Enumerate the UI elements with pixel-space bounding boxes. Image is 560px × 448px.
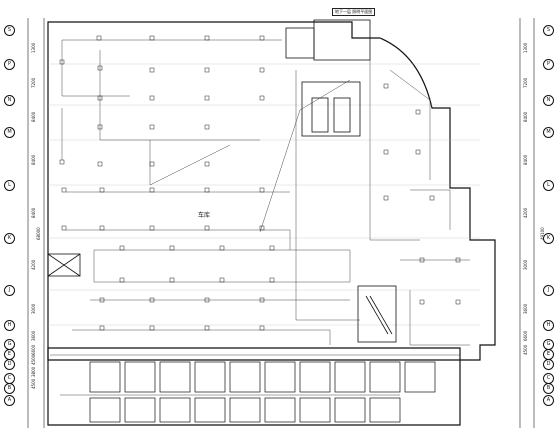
dim-left: 6600 — [31, 344, 36, 355]
axis-bubble-left-N: N — [4, 95, 15, 106]
dim-left: 7200 — [31, 77, 36, 88]
axis-bubble-right-B: B — [543, 383, 554, 394]
room-label: 车库 — [198, 212, 211, 219]
axis-bubble-right-S: S — [543, 25, 554, 36]
dim-left: 8400 — [31, 111, 36, 122]
building-outline — [47, 21, 496, 426]
dim-left: 3600 — [31, 330, 36, 341]
dim-left: 4500 — [31, 378, 36, 389]
bottom-rooms — [89, 361, 436, 423]
lighting-circuits — [50, 39, 470, 396]
axis-bubble-right-H: H — [543, 320, 554, 331]
dim-right: 7200 — [523, 77, 528, 88]
dim-right-total: 49100 — [540, 227, 545, 240]
stair-core-right — [357, 285, 397, 343]
axis-bubble-right-N: N — [543, 95, 554, 106]
dim-right: 3600 — [523, 303, 528, 314]
axis-bubble-right-D: D — [543, 359, 554, 370]
axis-bubble-left-H: H — [4, 320, 15, 331]
axis-bubble-left-D: D — [4, 359, 15, 370]
axis-bubble-left-M: M — [4, 127, 15, 138]
left-dimension-chain — [27, 18, 45, 428]
axis-bubble-right-L: L — [543, 180, 554, 191]
axis-bubble-right-J: J — [543, 285, 554, 296]
dim-right: 4500 — [523, 344, 528, 355]
dim-right: 3000 — [523, 259, 528, 270]
axis-bubble-right-K: K — [543, 233, 554, 244]
axis-bubble-left-P: P — [4, 59, 15, 70]
dim-left: 8400 — [31, 154, 36, 165]
dim-right: 8400 — [523, 154, 528, 165]
right-dimension-chain — [519, 18, 535, 428]
axis-bubble-right-A: A — [543, 395, 554, 406]
dim-left: 3000 — [31, 303, 36, 314]
light-fixtures — [59, 35, 461, 331]
axis-bubble-left-L: L — [4, 180, 15, 191]
axis-bubble-left-J: J — [4, 285, 15, 296]
dim-right: 6600 — [523, 330, 528, 341]
dim-right: 1300 — [523, 42, 528, 53]
dim-left: 1300 — [31, 42, 36, 53]
dim-left-total: 68000 — [36, 227, 41, 240]
grid-lines — [48, 63, 480, 326]
axis-bubble-left-B: B — [4, 383, 15, 394]
axis-bubble-left-A: A — [4, 395, 15, 406]
axis-bubble-left-K: K — [4, 233, 15, 244]
dim-left: 8400 — [31, 207, 36, 218]
dim-right: 8400 — [523, 111, 528, 122]
dim-left: 4500 — [31, 354, 36, 365]
axis-bubble-left-S: S — [4, 25, 15, 36]
axis-bubble-right-P: P — [543, 59, 554, 70]
stair-core-top — [285, 19, 371, 137]
dim-left: 3800 — [31, 366, 36, 377]
dim-left: 4200 — [31, 259, 36, 270]
dim-right: 4200 — [523, 207, 528, 218]
title-block: 地下一层 照明平面图 — [332, 8, 376, 16]
axis-bubble-right-M: M — [543, 127, 554, 138]
elevator-left — [47, 253, 81, 277]
